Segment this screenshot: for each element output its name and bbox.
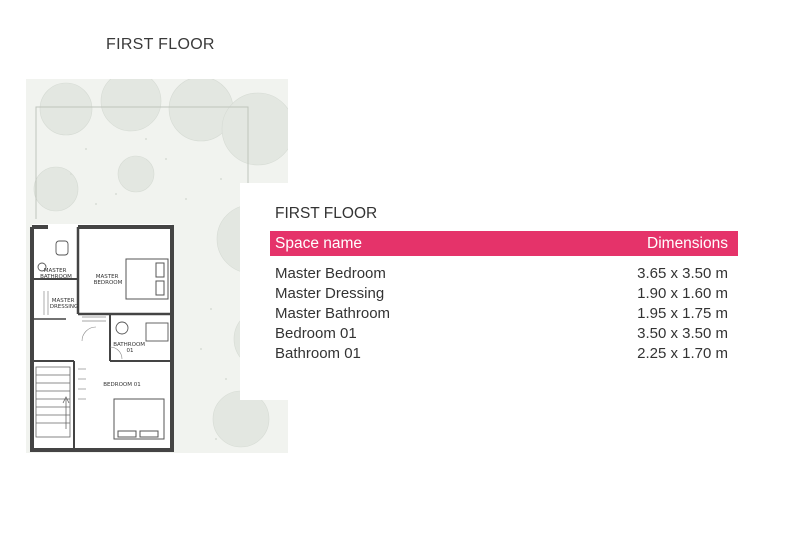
label-bathroom-01: BATHROOM 01 — [113, 342, 147, 354]
door-swings — [81, 326, 123, 360]
panel-title: FIRST FLOOR — [275, 205, 378, 222]
table-row: Master Dressing 1.90 x 1.60 m — [275, 285, 728, 305]
dimensions-cell: 2.25 x 1.70 m — [637, 345, 728, 362]
label-master-bedroom: MASTER BEDROOM — [94, 274, 123, 286]
building-outline — [30, 224, 174, 452]
table-row: Bathroom 01 2.25 x 1.70 m — [275, 345, 728, 365]
master-bed — [125, 258, 169, 300]
space-name-cell: Master Bedroom — [275, 265, 386, 282]
table-row: Master Bedroom 3.65 x 3.50 m — [275, 265, 728, 285]
space-name-cell: Bathroom 01 — [275, 345, 361, 362]
space-name-cell: Master Bathroom — [275, 305, 391, 322]
dimensions-cell: 1.90 x 1.60 m — [637, 285, 728, 302]
bedroom-01-bed — [113, 398, 165, 440]
column-header-dimensions: Dimensions — [647, 235, 728, 252]
space-name-cell: Bedroom 01 — [275, 325, 357, 342]
bathroom-fixtures — [37, 240, 169, 342]
dimensions-cell: 3.65 x 3.50 m — [637, 265, 728, 282]
page-title: FIRST FLOOR — [106, 36, 215, 53]
table-header: Space name Dimensions — [270, 231, 738, 256]
label-master-bathroom: MASTER BATHROOM — [40, 268, 72, 280]
table-row: Master Bathroom 1.95 x 1.75 m — [275, 305, 728, 325]
label-master-dressing: MASTER DRESSING — [50, 298, 79, 310]
table-row: Bedroom 01 3.50 x 3.50 m — [275, 325, 728, 345]
ground-speckles — [70, 138, 227, 440]
staircase — [35, 366, 71, 438]
space-name-cell: Master Dressing — [275, 285, 385, 302]
dimensions-cell: 1.95 x 1.75 m — [637, 305, 728, 322]
wardrobe-hatching — [43, 291, 106, 400]
dimensions-cell: 3.50 x 3.50 m — [637, 325, 728, 342]
label-bedroom-01: BEDROOM 01 — [103, 382, 140, 388]
room-list: Master Bedroom 3.65 x 3.50 m Master Dres… — [275, 265, 728, 365]
column-header-space-name: Space name — [275, 235, 363, 252]
room-schedule-panel: FIRST FLOOR Space name Dimensions Master… — [240, 183, 752, 400]
